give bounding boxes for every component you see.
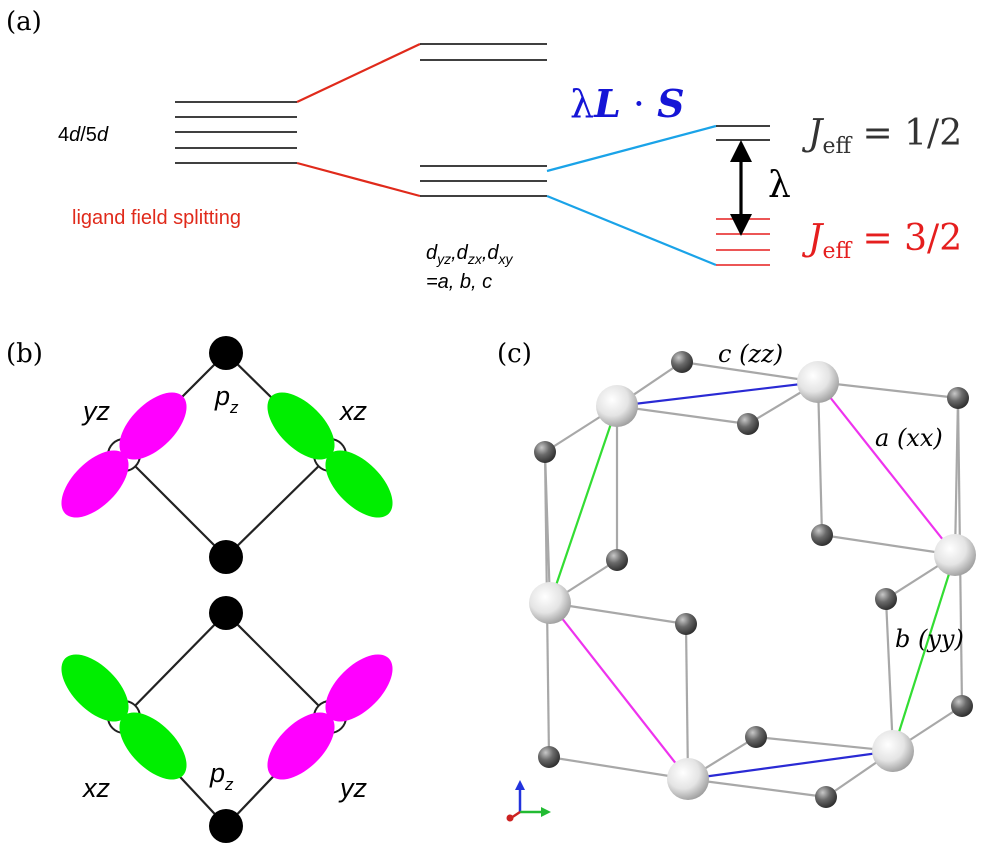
ligand-atom: [209, 809, 243, 843]
panel-c-label: (c): [497, 339, 532, 369]
ligand-atom: [209, 596, 243, 630]
ligand-atoms: [534, 351, 973, 808]
xz-orbital: [61, 654, 187, 780]
gap-double-arrow: [730, 140, 752, 236]
small-atom: [534, 441, 556, 463]
degenerate-d-levels: [175, 101, 297, 164]
yz-orbital: [61, 392, 187, 518]
top-exchange-path: yz xz pz: [61, 336, 393, 574]
ligand-atom: [209, 336, 243, 370]
small-atom: [606, 549, 628, 571]
kitaev-bonds: [548, 380, 957, 781]
large-atom: [529, 582, 571, 624]
small-atom: [875, 588, 897, 610]
small-atom: [815, 786, 837, 808]
ligand-field-splitting-label: ligand field splitting: [72, 207, 241, 229]
bond-c-label: c (zz): [718, 340, 783, 368]
jeff-1-2-levels: [716, 125, 770, 141]
bond-b-label: b (yy): [895, 625, 964, 653]
a-bond: [817, 381, 956, 556]
b-bond: [891, 554, 957, 752]
small-atom: [538, 746, 560, 768]
bottom-exchange-path: xz yz pz: [61, 596, 393, 843]
t2g-abc-label: =a, b, c: [426, 271, 492, 293]
b-bond: [548, 405, 619, 604]
a-bond: [549, 602, 689, 780]
c-bond: [616, 380, 819, 408]
ligand-atom: [209, 540, 243, 574]
panel-a: (a) 4d/5d ligand field splitting: [6, 7, 962, 293]
small-atom: [675, 613, 697, 635]
yz-orbital: [267, 654, 393, 780]
soc-connectors: [546, 124, 717, 267]
t2g-levels: [420, 165, 547, 197]
eg-levels: [420, 43, 547, 61]
panel-a-label: (a): [6, 7, 42, 37]
metal-atoms: [529, 361, 976, 800]
soc-term-label: λL · S: [570, 81, 685, 126]
small-atom: [811, 524, 833, 546]
axis-triad: [506, 780, 551, 822]
small-atom: [951, 695, 973, 717]
jeff-1-2-label: Jeff = 1/2: [801, 113, 962, 159]
small-atom: [745, 726, 767, 748]
large-atom: [934, 534, 976, 576]
small-atom: [947, 387, 969, 409]
small-atom: [671, 351, 693, 373]
bottom-left-orbital-label: xz: [81, 773, 111, 803]
top-pz-label: pz: [214, 381, 239, 417]
top-left-orbital-label: yz: [81, 396, 111, 426]
xz-orbital: [267, 392, 393, 518]
small-atom: [737, 413, 759, 435]
gap-lambda-label: λ: [768, 165, 791, 206]
bond-a-label: a (xx): [875, 424, 943, 452]
t2g-orbitals-label: dyz,dzx,dxy: [426, 242, 514, 267]
c-bond: [687, 749, 894, 781]
bottom-pz-label: pz: [209, 758, 234, 794]
ligand-field-connectors: [296, 43, 421, 198]
panel-b-label: (b): [6, 339, 43, 369]
large-atom: [667, 758, 709, 800]
large-atom: [872, 730, 914, 772]
top-right-orbital-label: xz: [338, 396, 368, 426]
large-atom: [797, 361, 839, 403]
panel-c: (c): [497, 339, 976, 822]
jeff-3-2-label: Jeff = 3/2: [801, 218, 962, 264]
4d-5d-label: 4d/5d: [58, 124, 109, 146]
large-atom: [596, 385, 638, 427]
panel-b: (b) yz xz: [6, 336, 393, 843]
bottom-right-orbital-label: yz: [338, 773, 368, 803]
